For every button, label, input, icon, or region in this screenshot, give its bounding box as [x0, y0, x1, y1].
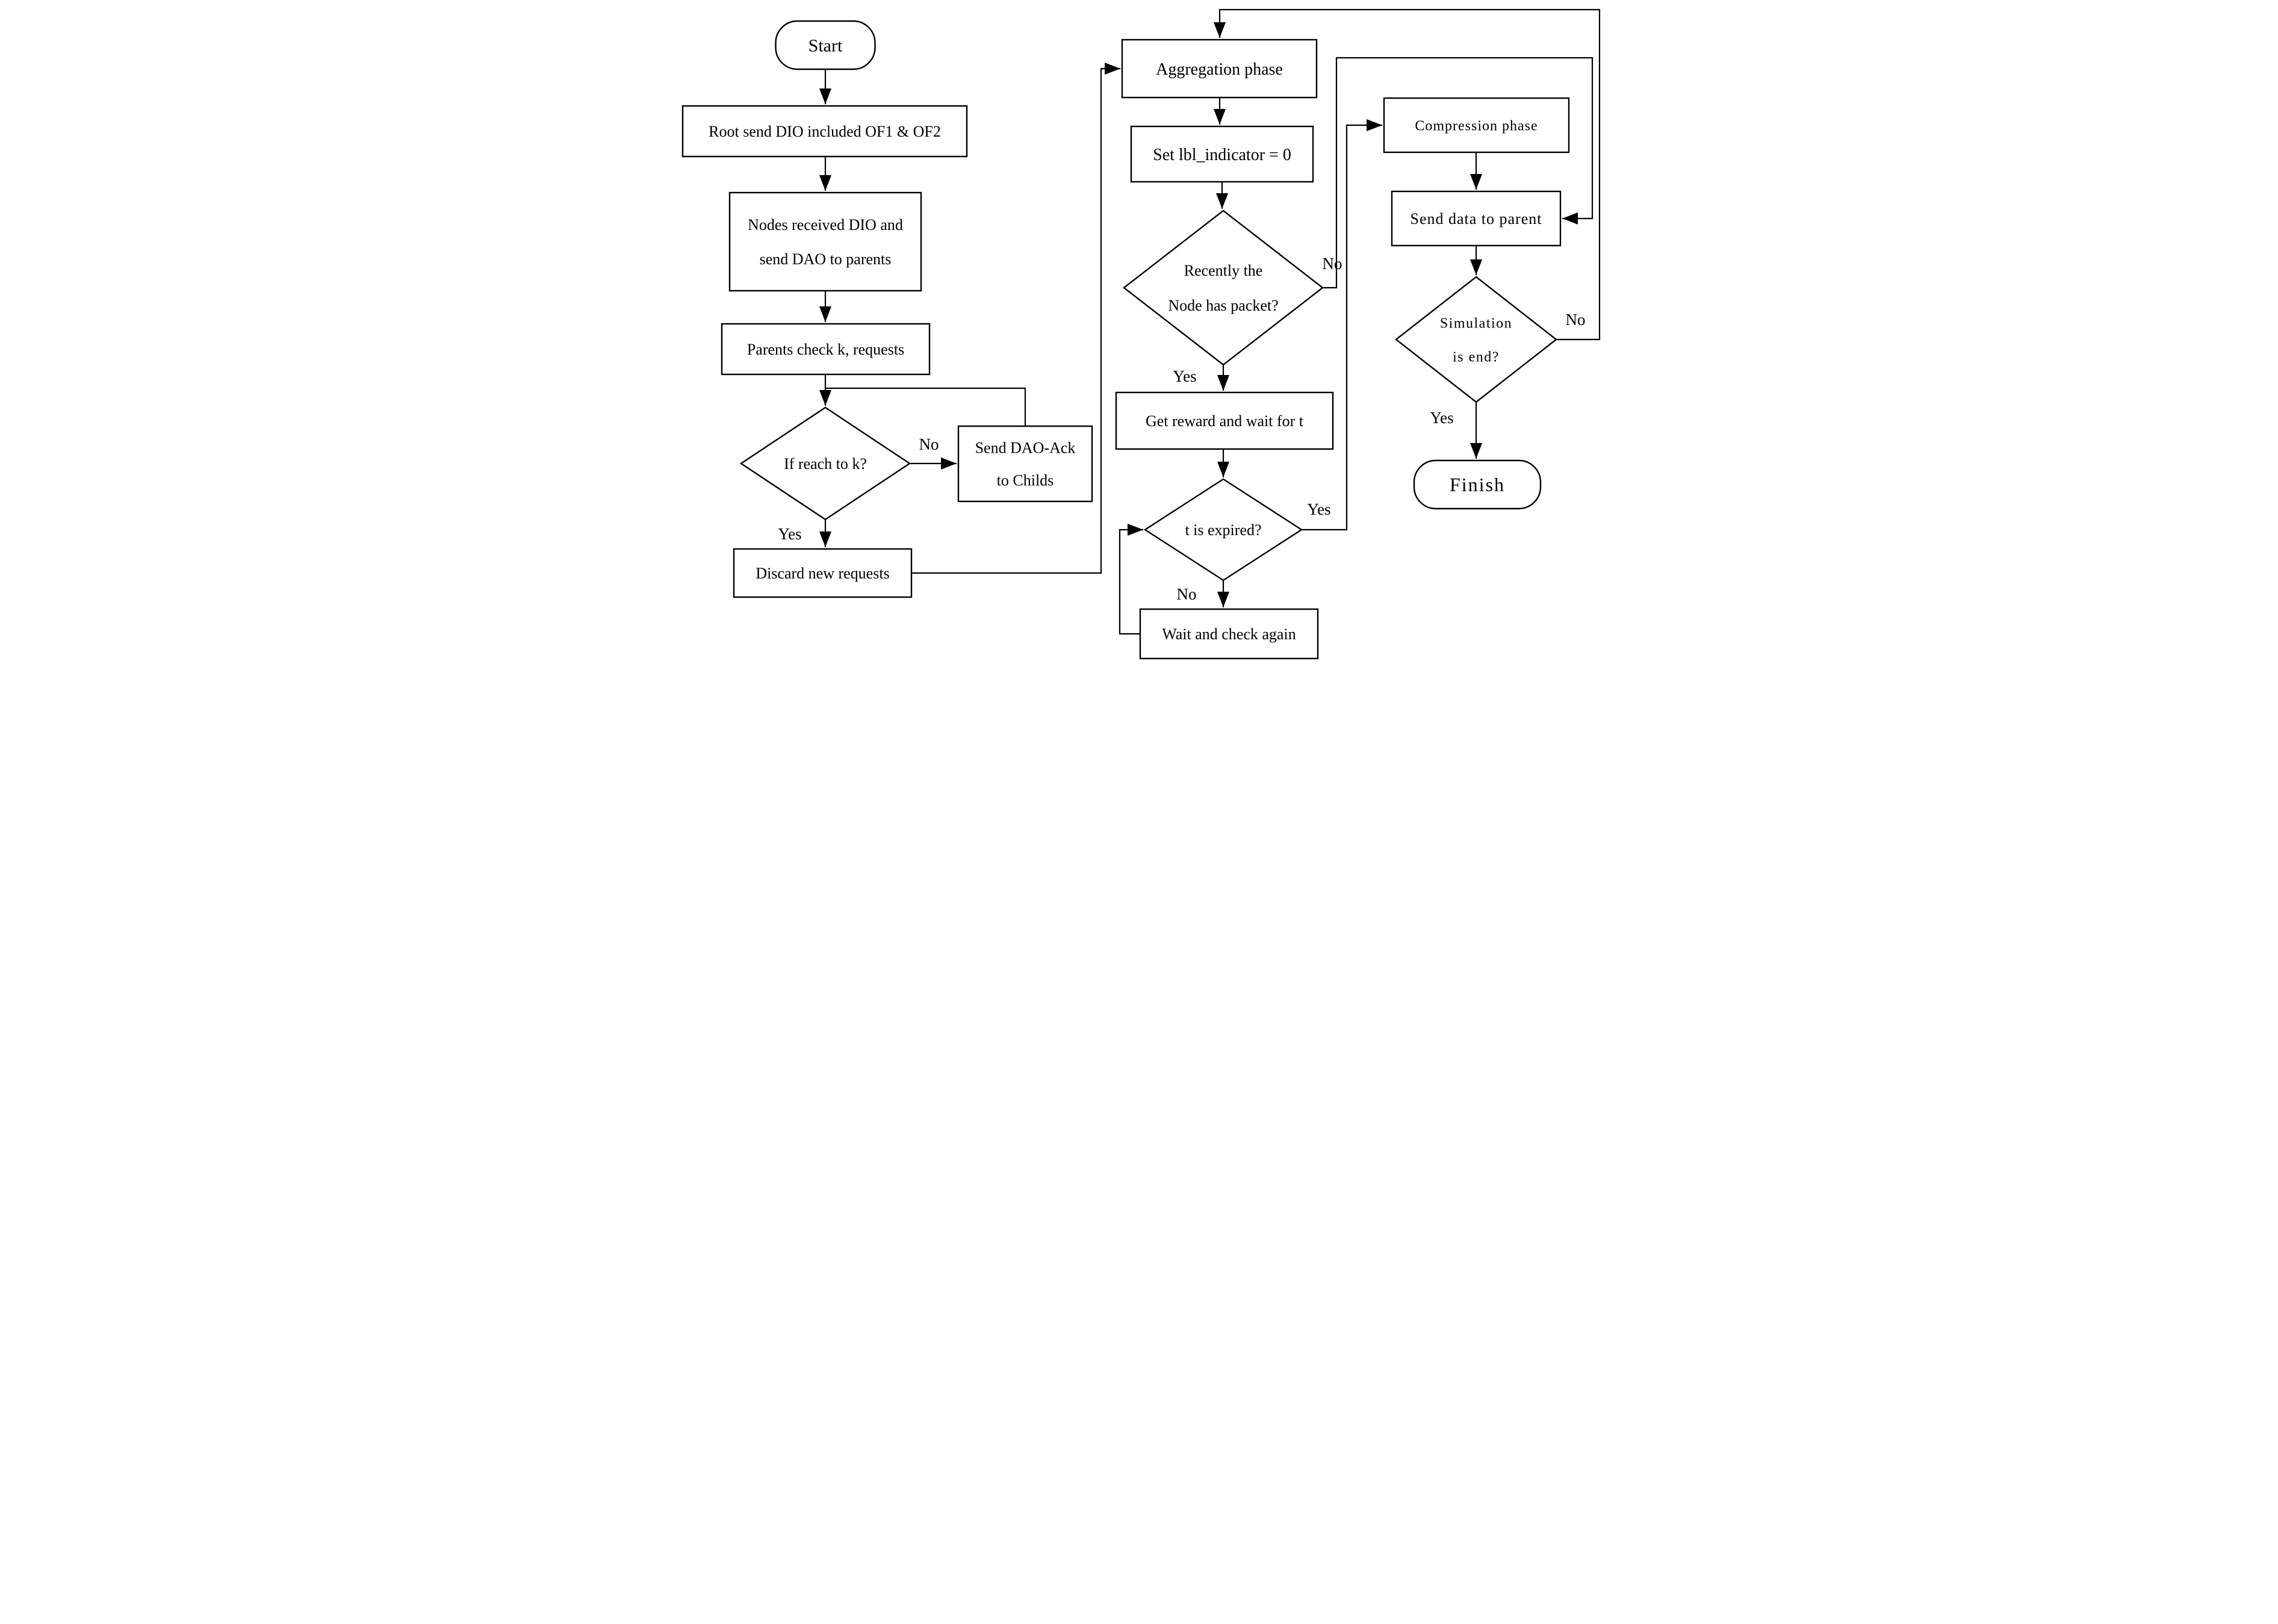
edge-ifreach-yes: Yes	[778, 519, 831, 547]
node-label-root-send-dio-0: Root send DIO included OF1 & OF2	[709, 123, 941, 140]
edge-recently-yes: Yes	[1173, 365, 1229, 391]
edge-line-daoack-return	[825, 387, 1026, 426]
edge-label-ifreach-yes: Yes	[778, 525, 801, 543]
node-discard-new-requests: Discard new requests	[733, 548, 912, 598]
node-wait-and-check-again: Wait and check again	[1139, 608, 1318, 660]
edge-simulation-no: No	[1213, 8, 1600, 341]
if-reach-to-k-diamond	[739, 406, 911, 521]
node-parents-check-k: Parents check k, requests	[721, 323, 930, 376]
node-label-simulation-is-end-1: is end?	[1453, 349, 1500, 365]
node-label-send-dao-ack-0: Send DAO-Ack	[975, 439, 1075, 457]
node-label-compression-phase-0: Compression phase	[1415, 118, 1538, 134]
node-label-nodes-received-dio-1: send DAO to parents	[759, 250, 891, 268]
simulation-is-end-diamond	[1394, 276, 1557, 403]
node-label-wait-and-check-again-0: Wait and check again	[1162, 625, 1296, 643]
recently-node-has-packet-diamond	[1122, 209, 1324, 366]
edge-texpired-no: No	[1176, 580, 1229, 607]
edge-line-recently-no	[1322, 57, 1593, 289]
node-label-discard-new-requests-0: Discard new requests	[756, 565, 889, 582]
send-dao-ack-box	[957, 425, 1093, 503]
start-terminator	[774, 20, 876, 70]
node-label-recently-node-has-packet-1: Node has packet?	[1168, 297, 1278, 314]
edge-label-texpired-no: No	[1176, 585, 1196, 603]
node-label-simulation-is-end-0: Simulation	[1439, 315, 1512, 331]
node-label-finish-0: Finish	[1449, 474, 1504, 495]
node-label-if-reach-to-k-0: If reach to k?	[784, 455, 867, 473]
finish-terminator	[1413, 459, 1541, 510]
node-label-parents-check-k-0: Parents check k, requests	[746, 341, 904, 358]
node-label-aggregation-phase-0: Aggregation phase	[1156, 60, 1283, 79]
edge-wait-to-texpired	[1119, 524, 1143, 635]
set-lbl-indicator-box	[1130, 125, 1314, 183]
edge-label-texpired-yes: Yes	[1307, 500, 1330, 518]
node-nodes-received-dio: Nodes received DIO and send DAO to parent…	[728, 191, 922, 292]
node-label-start-0: Start	[808, 36, 842, 56]
edge-label-recently-no: No	[1322, 255, 1342, 273]
node-set-lbl-indicator: Set lbl_indicator = 0	[1130, 125, 1314, 183]
edge-label-simulation-yes: Yes	[1430, 409, 1453, 427]
node-start: Start	[774, 20, 876, 70]
edge-discard-to-aggregation	[911, 63, 1120, 574]
root-send-dio-box	[681, 105, 967, 158]
node-label-nodes-received-dio-0: Nodes received DIO and	[748, 216, 903, 234]
node-finish: Finish	[1413, 459, 1541, 510]
aggregation-phase-box	[1121, 39, 1317, 99]
edge-ifreach-no: No	[909, 435, 957, 470]
node-compression-phase: Compression phase	[1383, 97, 1569, 153]
edge-recently-no: No	[1322, 57, 1593, 289]
node-send-dao-ack: Send DAO-Ack to Childs	[957, 425, 1093, 503]
node-t-is-expired: t is expired?	[1143, 478, 1303, 581]
edge-line-wait-to-texpired	[1119, 524, 1143, 635]
node-label-send-data-to-parent-0: Send data to parent	[1410, 210, 1542, 228]
get-reward-wait-box	[1115, 391, 1333, 450]
node-if-reach-to-k: If reach to k?	[739, 406, 911, 521]
node-aggregation-phase: Aggregation phase	[1121, 39, 1317, 99]
discard-new-requests-box	[733, 548, 912, 598]
node-label-set-lbl-indicator-0: Set lbl_indicator = 0	[1153, 146, 1291, 164]
edge-daoack-return	[825, 387, 1026, 426]
node-simulation-is-end: Simulation is end?	[1394, 276, 1557, 403]
edge-label-simulation-no: No	[1565, 311, 1585, 329]
nodes-received-dio-box	[728, 191, 922, 292]
node-label-send-dao-ack-1: to Childs	[996, 472, 1054, 489]
node-get-reward-wait: Get reward and wait for t	[1115, 391, 1333, 450]
node-send-data-to-parent: Send data to parent	[1391, 190, 1561, 247]
edge-simulation-yes: Yes	[1430, 402, 1482, 459]
edge-label-ifreach-no: No	[919, 435, 939, 453]
send-data-to-parent-box	[1391, 190, 1561, 247]
node-label-t-is-expired-0: t is expired?	[1185, 521, 1261, 539]
parents-check-k-box	[721, 323, 930, 376]
wait-and-check-again-box	[1139, 608, 1318, 660]
edge-line-texpired-yes	[1301, 119, 1382, 531]
edge-line-simulation-no	[1213, 8, 1600, 341]
node-root-send-dio: Root send DIO included OF1 & OF2	[681, 105, 967, 158]
edge-line-discard-to-aggregation	[911, 63, 1120, 574]
edge-texpired-yes: Yes	[1301, 119, 1382, 531]
node-label-get-reward-wait-0: Get reward and wait for t	[1145, 412, 1303, 430]
compression-phase-box	[1383, 97, 1569, 153]
t-is-expired-diamond	[1143, 478, 1303, 581]
node-label-recently-node-has-packet-0: Recently the	[1184, 262, 1262, 279]
edge-label-recently-yes: Yes	[1173, 367, 1196, 385]
